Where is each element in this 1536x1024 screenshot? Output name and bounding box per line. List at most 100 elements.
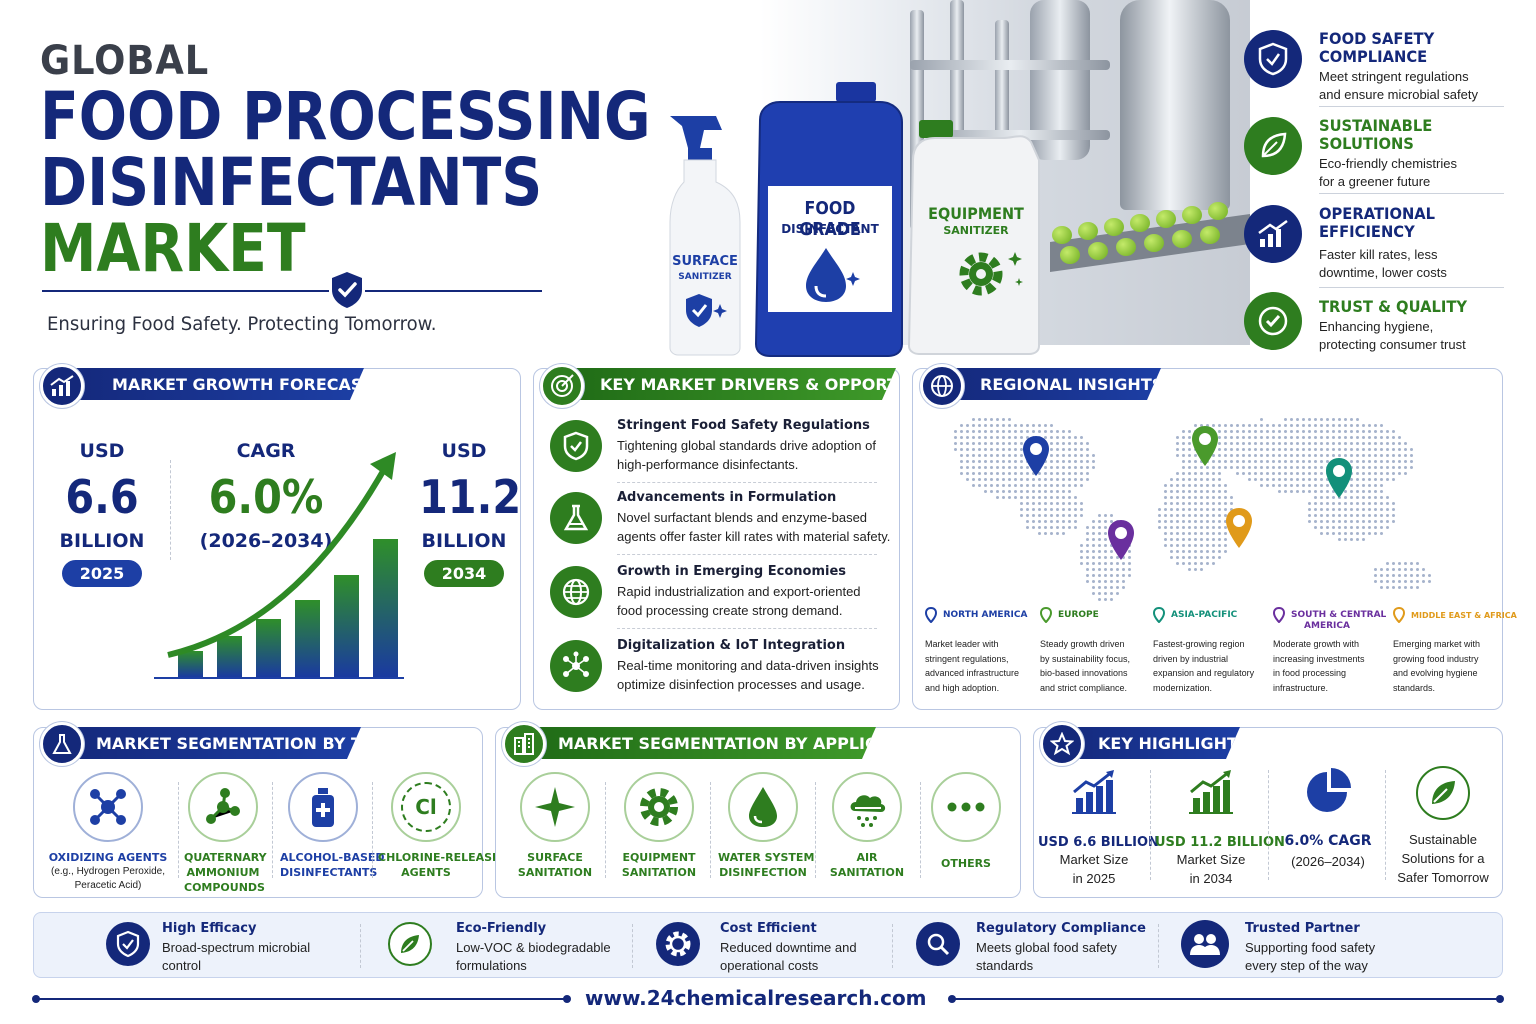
globe-icon — [550, 566, 602, 618]
growth-chart-icon — [1244, 205, 1302, 263]
footer-dot — [32, 995, 40, 1003]
jug-label-sub: DISINFECTANT — [781, 222, 879, 236]
title-line-3: MARKET — [40, 210, 306, 287]
footer-url-link[interactable]: www.24chemicalresearch.com — [585, 986, 927, 1010]
feature-desc: for a greener future — [1319, 174, 1431, 189]
end-year-badge: 2034 — [423, 560, 505, 587]
cloud-icon — [832, 772, 902, 842]
end-prefix: USD — [441, 440, 487, 462]
feature-title: SOLUTIONS — [1319, 134, 1414, 153]
growth-panel-title: MARKET GROWTH FORECAST — [56, 368, 364, 400]
highlight-end-size: USD 11.2 BILLION Market Size in 2034 — [1155, 770, 1285, 888]
network-icon — [550, 640, 602, 692]
title-global: GLOBAL — [40, 38, 210, 84]
feature-title: FOOD SAFETY — [1319, 29, 1435, 48]
driver-desc: Novel surfactant blends and enzyme-based… — [617, 510, 891, 544]
feature-title: SUSTAINABLE — [1319, 116, 1433, 135]
feature-sustainable: SUSTAINABLE SOLUTIONS Eco-friendly chemi… — [1244, 117, 1504, 199]
start-year-badge: 2025 — [61, 560, 143, 587]
growth-start: USD 6.6 BILLION 2025 — [52, 440, 152, 587]
start-prefix: USD — [79, 440, 125, 462]
people-icon — [1181, 920, 1229, 968]
title-line-1: FOOD PROCESSING — [40, 78, 651, 155]
shield-check-icon — [329, 272, 365, 308]
growth-bar — [178, 651, 203, 677]
feature-desc: Enhancing hygiene, — [1319, 319, 1434, 334]
feature-desc: Faster kill rates, less — [1319, 247, 1438, 262]
driver-item: Digitalization & IoT Integration Real-ti… — [550, 634, 880, 704]
benefits-strip — [33, 912, 1503, 978]
map-pin-europe — [1192, 426, 1218, 466]
seg-label: OXIDIZING AGENTS — [48, 851, 168, 864]
bottle-icon — [288, 772, 358, 842]
shield-check-icon — [1244, 30, 1302, 88]
seg-sublabel: Peracetic Acid) — [74, 880, 142, 891]
seg-type-title: MARKET SEGMENTATION BY TYPE — [56, 727, 361, 759]
can-label-title: EQUIPMENT — [928, 204, 1024, 223]
feature-desc: protecting consumer trust — [1319, 337, 1466, 352]
map-pin-north-america — [1023, 436, 1049, 476]
highlight-start-size: USD 6.6 BILLION Market Size in 2025 — [1038, 770, 1159, 888]
seg-app-title: MARKET SEGMENTATION BY APPLICATION — [520, 727, 876, 759]
growth-baseline — [154, 677, 404, 679]
gear-icon — [959, 252, 1023, 296]
region-middle-east-africa: MIDDLE EAST & AFRICA Emerging market wit… — [1393, 607, 1517, 695]
start-value: 6.6 — [65, 470, 139, 524]
feature-desc: and ensure microbial safety — [1319, 87, 1478, 102]
highlights-title: KEY HIGHLIGHTS — [1056, 727, 1240, 759]
growth-bar — [334, 575, 359, 677]
driver-desc: Real-time monitoring and data-driven ins… — [617, 658, 879, 692]
jug-label-title: FOOD GRADE — [799, 198, 861, 240]
spray-label-title: SURFACE — [672, 254, 738, 269]
growth-bar — [256, 619, 281, 677]
gear-icon — [656, 922, 700, 966]
map-pin-middle-east-africa — [1226, 508, 1252, 548]
feature-title: COMPLIANCE — [1319, 47, 1428, 66]
globe-icon — [920, 364, 964, 408]
more-dots-icon — [931, 772, 1001, 842]
cagr-label: CAGR — [236, 440, 296, 462]
seg-others: OTHERS — [928, 772, 1004, 871]
flask-icon — [40, 722, 84, 766]
title-divider — [42, 290, 542, 292]
shield-check-icon — [106, 922, 150, 966]
seg-sublabel: (e.g., Hydrogen Peroxide, — [51, 866, 165, 877]
gear-icon — [624, 772, 694, 842]
can-label-sub: SANITIZER — [943, 224, 1009, 237]
end-unit: BILLION — [421, 530, 507, 552]
food-grade-disinfectant-jug: FOOD GRADE DISINFECTANT — [750, 82, 910, 357]
shield-check-icon — [686, 294, 727, 327]
driver-item: Growth in Emerging Economies Rapid indus… — [550, 560, 880, 630]
footer-rule-left — [36, 998, 566, 1000]
tagline: Ensuring Food Safety. Protecting Tomorro… — [47, 313, 437, 335]
surface-sanitizer-bottle: SURFACE SANITIZER — [664, 112, 746, 356]
footer-dot — [1496, 995, 1504, 1003]
molecule-icon — [73, 772, 143, 842]
magnifier-icon — [916, 922, 960, 966]
flask-icon — [550, 492, 602, 544]
building-icon — [502, 722, 546, 766]
feature-operational: OPERATIONAL EFFICIENCY Faster kill rates… — [1244, 205, 1504, 288]
driver-item: Stringent Food Safety Regulations Tighte… — [550, 414, 880, 484]
driver-title: Stringent Food Safety Regulations — [617, 418, 870, 433]
footer-dot — [563, 995, 571, 1003]
feature-trust: TRUST & QUALITY Enhancing hygiene, prote… — [1244, 292, 1504, 374]
growth-arrow — [167, 452, 396, 658]
driver-title: Advancements in Formulation — [617, 490, 837, 505]
feature-desc: downtime, lower costs — [1319, 265, 1447, 280]
spray-label-sub: SANITIZER — [678, 272, 732, 282]
seg-oxidizing-agents: OXIDIZING AGENTS (e.g., Hydrogen Peroxid… — [46, 772, 170, 893]
feature-desc: Eco-friendly chemistries — [1319, 156, 1457, 171]
